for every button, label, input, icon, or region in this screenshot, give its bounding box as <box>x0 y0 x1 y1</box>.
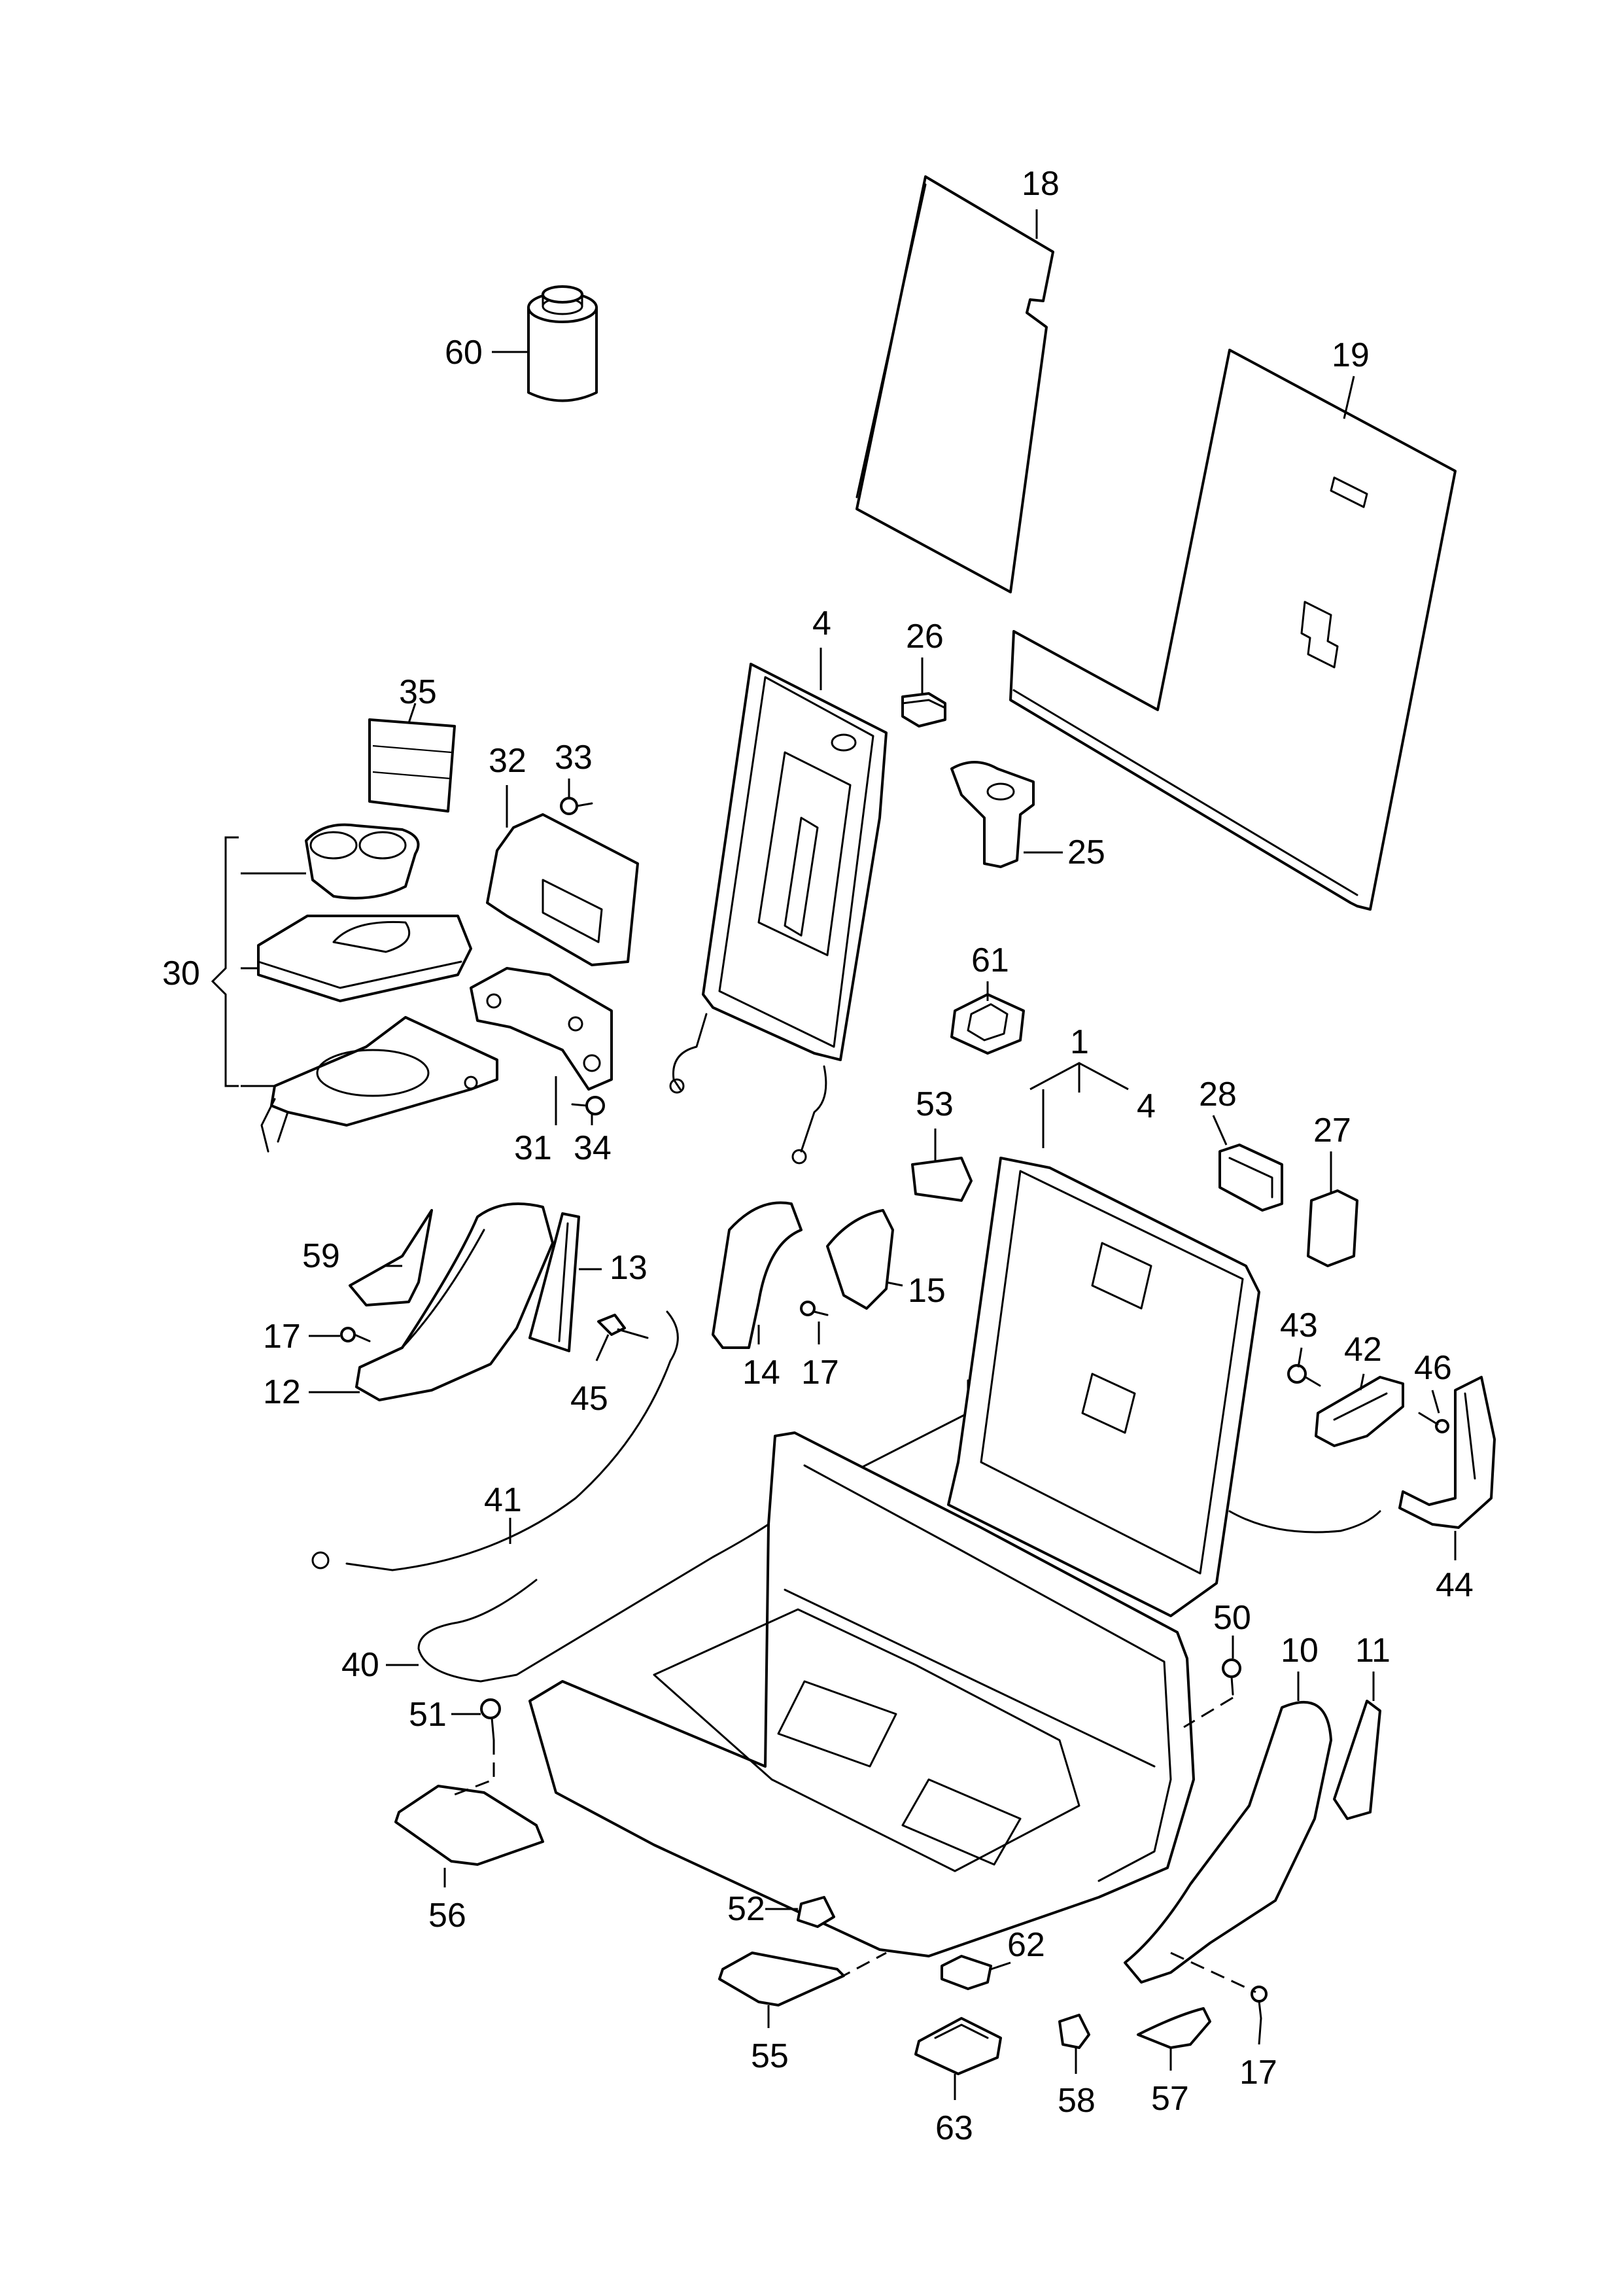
part-30-armrest-base <box>260 1016 498 1153</box>
callout-44: 44 <box>1436 1566 1474 1604</box>
part-43-screw <box>1287 1364 1321 1387</box>
part-63-bracket <box>914 2017 1002 2075</box>
part-17-clip <box>340 1327 371 1342</box>
callout-12: 12 <box>263 1373 301 1411</box>
part-60-container <box>527 285 598 402</box>
callout-27: 27 <box>1313 1112 1351 1149</box>
callout-14: 14 <box>742 1354 780 1392</box>
callout-30: 30 <box>162 955 200 992</box>
part-27-switch <box>1307 1189 1358 1267</box>
part-33-screw <box>560 797 593 815</box>
callout-32: 32 <box>489 742 527 780</box>
callout-28: 28 <box>1199 1076 1237 1113</box>
part-13-trim <box>528 1212 580 1352</box>
callout-62: 62 <box>1007 1926 1045 1964</box>
callout-35: 35 <box>399 673 437 711</box>
part-46-screw <box>1418 1412 1449 1433</box>
callout-15: 15 <box>908 1272 946 1310</box>
part-50-screw <box>1222 1658 1241 1696</box>
callout-31: 31 <box>514 1129 552 1167</box>
part-15-trim <box>826 1209 894 1310</box>
part-62-clip <box>941 1955 992 1990</box>
part-25-bracket <box>950 761 1035 868</box>
part-1-seat-frame <box>528 1157 1260 1957</box>
callout-57: 57 <box>1151 2080 1189 2118</box>
part-10-cover <box>1124 1700 1332 1984</box>
callout-33: 33 <box>555 739 593 777</box>
part-51-screw <box>480 1698 501 1742</box>
part-32-bracket <box>486 813 639 966</box>
callout-43: 43 <box>1280 1306 1318 1344</box>
assembly-lines <box>451 1696 1256 1993</box>
part-45-clip <box>597 1314 649 1339</box>
callout-17-left: 17 <box>263 1318 301 1356</box>
part-17-clip-2 <box>800 1301 829 1316</box>
callout-59: 59 <box>302 1237 340 1275</box>
callout-46: 46 <box>1414 1349 1452 1387</box>
callout-40: 40 <box>341 1646 379 1684</box>
callout-11: 11 <box>1355 1632 1391 1670</box>
part-41-cable <box>311 1310 679 1571</box>
part-52-clip <box>797 1896 835 1928</box>
callout-10: 10 <box>1281 1632 1319 1670</box>
part-56-cover <box>394 1785 544 1866</box>
part-11-trim <box>1333 1700 1381 1820</box>
callout-4-backrest: 4 <box>812 604 831 642</box>
callout-labels: 18 19 60 4 26 35 32 33 25 61 30 1 4 31 3… <box>162 165 1474 2147</box>
part-58-clip <box>1058 2014 1090 2049</box>
part-30-armrest-cover <box>257 915 472 1002</box>
callout-60: 60 <box>445 334 483 372</box>
part-14-cover <box>712 1201 803 1349</box>
callout-26: 26 <box>906 618 944 656</box>
callout-18: 18 <box>1022 165 1060 203</box>
part-12-cover <box>355 1202 554 1401</box>
part-61-bezel <box>950 993 1025 1055</box>
part-30-cupholder <box>305 823 420 900</box>
callout-50: 50 <box>1213 1599 1251 1637</box>
part-4-backrest-frame <box>669 663 888 1165</box>
part-53-clip <box>911 1157 973 1202</box>
callout-56: 56 <box>428 1897 466 1935</box>
part-31-hinge <box>470 967 613 1091</box>
part-35-pad <box>368 718 456 813</box>
callout-55: 55 <box>751 2037 789 2075</box>
callout-63: 63 <box>935 2109 973 2147</box>
part-57-cover <box>1137 2007 1211 2049</box>
callout-4-seat: 4 <box>1137 1087 1156 1125</box>
callout-45: 45 <box>570 1380 608 1418</box>
callout-19: 19 <box>1332 336 1370 374</box>
part-17-clip-3 <box>1251 1986 1268 2020</box>
callout-41: 41 <box>484 1481 522 1519</box>
callout-13: 13 <box>610 1249 648 1287</box>
callout-61: 61 <box>971 941 1009 979</box>
part-44-bracket <box>1398 1376 1496 1529</box>
part-18-back-panel <box>855 175 1054 593</box>
callout-53: 53 <box>916 1085 954 1123</box>
part-42-latch <box>1315 1376 1404 1447</box>
leader-lines <box>211 209 1457 2100</box>
callout-1: 1 <box>1070 1023 1089 1061</box>
callout-58: 58 <box>1058 2082 1096 2120</box>
callout-17-mid: 17 <box>801 1354 839 1392</box>
part-55-cover <box>718 1952 845 2006</box>
callout-42: 42 <box>1344 1331 1382 1369</box>
callout-51: 51 <box>409 1696 447 1734</box>
part-26-clip <box>901 692 946 727</box>
part-28-switch <box>1218 1144 1283 1212</box>
callout-25: 25 <box>1067 833 1105 871</box>
part-59-trim <box>349 1209 433 1306</box>
callout-52: 52 <box>727 1890 765 1928</box>
part-34-screw <box>571 1096 605 1115</box>
callout-34: 34 <box>574 1129 612 1167</box>
callout-17-right: 17 <box>1239 2054 1277 2092</box>
part-19-back-panel <box>1009 349 1457 911</box>
